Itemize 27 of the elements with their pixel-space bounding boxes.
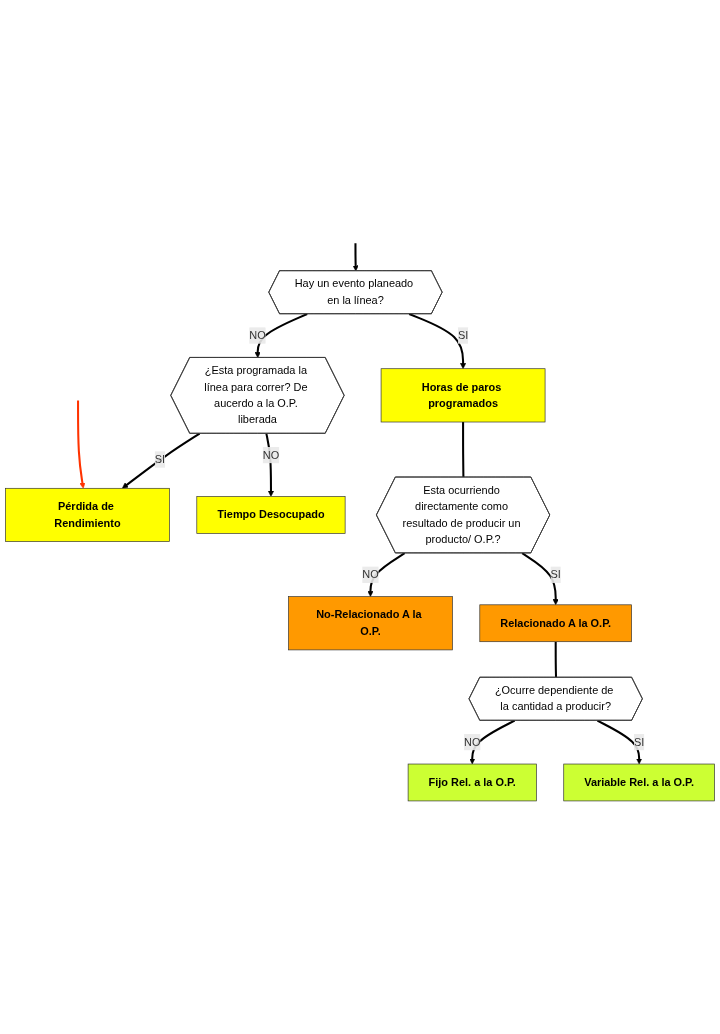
node-box: Tiempo Desocupado xyxy=(196,496,346,534)
arrow xyxy=(254,313,308,359)
edge-label: NO xyxy=(362,568,379,581)
node-box: Relacionado A la O.P. xyxy=(479,604,632,643)
node-box: Variable Rel. a la O.P. xyxy=(563,763,715,802)
arrow xyxy=(521,552,559,606)
node-box: Fijo Rel. a la O.P. xyxy=(407,763,537,802)
arrow xyxy=(77,400,86,489)
edge-label: NO xyxy=(262,449,280,461)
node-box: Horas de paros programados xyxy=(380,368,546,423)
edge-label: NO xyxy=(464,736,481,748)
edge-label: SI xyxy=(633,736,645,748)
edge-label: SI xyxy=(457,329,469,342)
edge-label: SI xyxy=(550,568,561,581)
node-box: Pérdida de Rendimiento xyxy=(5,487,170,542)
arrow xyxy=(352,243,359,272)
connector xyxy=(554,641,558,678)
arrow xyxy=(265,433,274,497)
arrow xyxy=(469,719,516,765)
arrow xyxy=(408,313,467,369)
node-box: No-Relacionado A la O.P. xyxy=(288,596,453,651)
connector xyxy=(462,422,465,478)
arrow xyxy=(122,432,201,489)
arrow xyxy=(367,552,406,597)
edge-label: SI xyxy=(154,453,166,465)
arrow xyxy=(596,719,643,765)
edge-label: NO xyxy=(249,329,266,342)
